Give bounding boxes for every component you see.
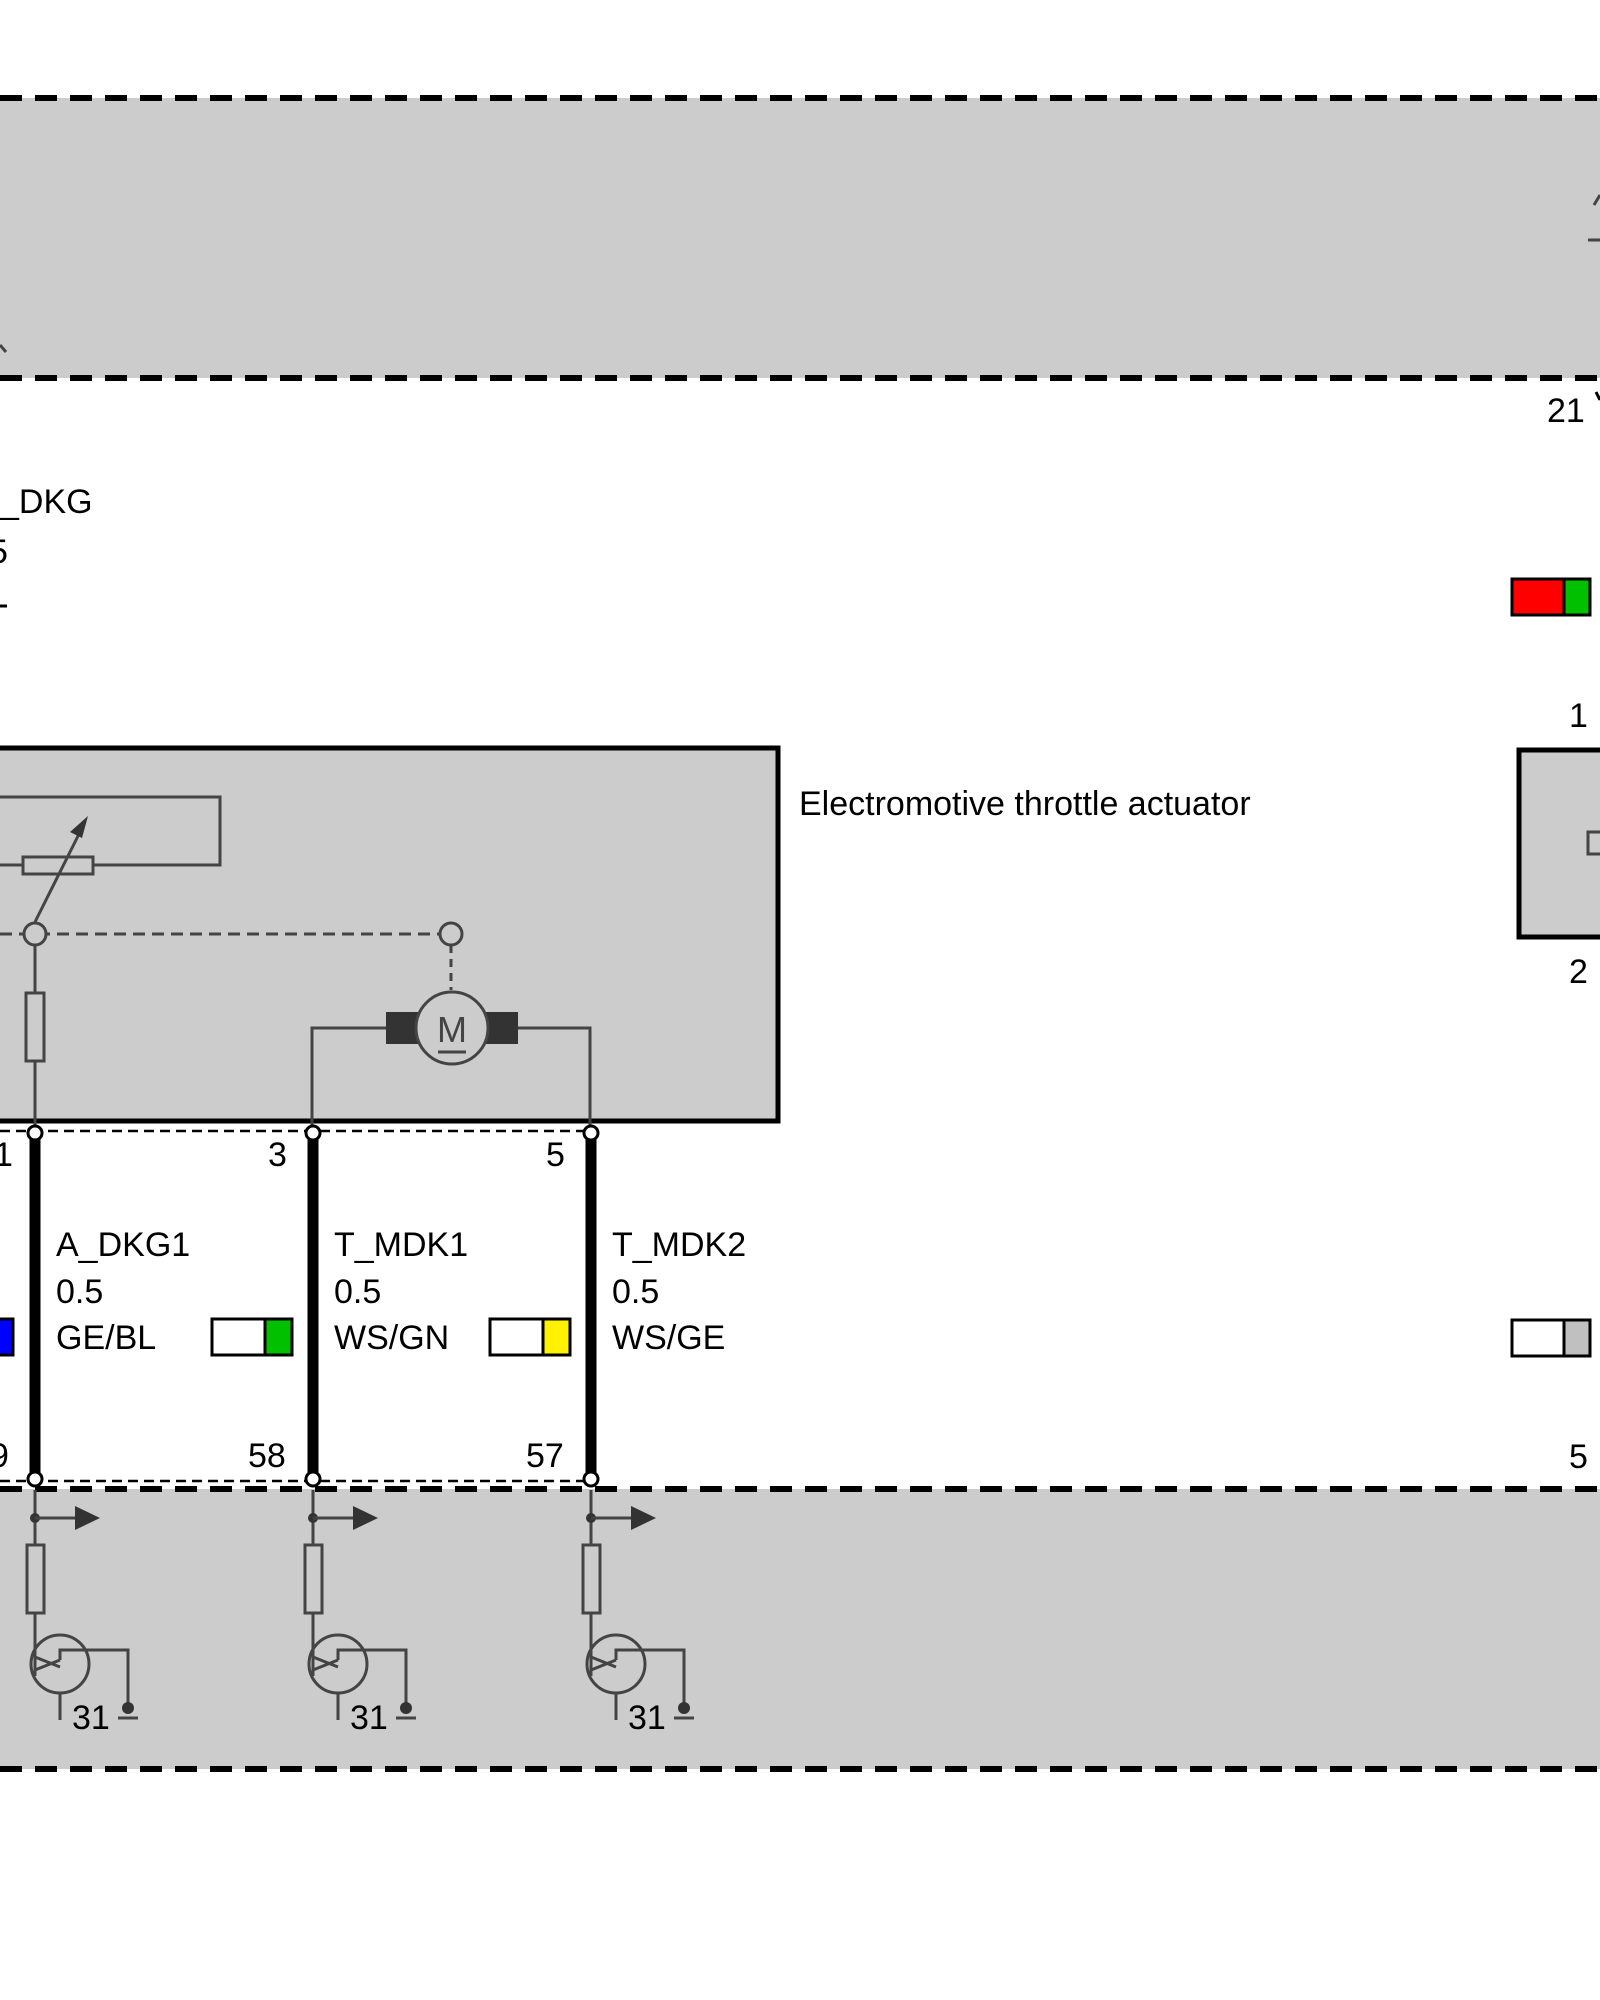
top-control-unit	[0, 95, 1600, 381]
potentiometer-icon	[21, 855, 95, 876]
transistor-icon	[307, 1633, 369, 1695]
wire-1-cross-section: 0.5	[56, 1273, 103, 1311]
svg-text:M: M	[437, 1009, 467, 1050]
wire-2-color-code: WS/GN	[334, 1319, 449, 1357]
motor-icon	[414, 990, 490, 1066]
ground-label-3: 31	[628, 1699, 666, 1737]
throttle-actuator-label: Electromotive throttle actuator	[799, 785, 1251, 823]
wire-1-color-swatch	[210, 1317, 294, 1357]
left-wire-color-swatch	[0, 1317, 15, 1357]
actuator-pin-1: 1	[0, 1136, 13, 1174]
wire-3-signal: T_MDK2	[612, 1226, 746, 1264]
wire-3-cross-section: 0.5	[612, 1273, 659, 1311]
output-stage-1	[25, 1490, 138, 1720]
right-component-pin-2: 2	[1569, 953, 1588, 991]
actuator-pin-3: 3	[268, 1136, 287, 1174]
actuator-pin-5: 5	[546, 1136, 565, 1174]
right-component	[1516, 747, 1600, 940]
top-panel-pin-21: 21	[1547, 392, 1585, 430]
output-stage-2	[303, 1490, 416, 1720]
wire-2-cross-section: 0.5	[334, 1273, 381, 1311]
wire-1-color-code: GE/BL	[56, 1319, 156, 1357]
ecu-pin-58: 58	[248, 1437, 286, 1475]
throttle-actuator: M	[0, 745, 781, 1130]
wire-2-signal: T_MDK1	[334, 1226, 468, 1264]
output-stage-3	[581, 1490, 694, 1720]
ecu-pin-57: 57	[526, 1437, 564, 1475]
left-wire-signal: _DKG	[0, 483, 93, 521]
ecu-pin-9: 9	[0, 1437, 9, 1475]
right-top-color-swatch	[1510, 577, 1592, 617]
right-component-pin-5: 5	[1569, 1438, 1588, 1476]
wire-2-color-swatch	[488, 1317, 572, 1357]
wire-1-signal: A_DKG1	[56, 1226, 190, 1264]
ground-label-2: 31	[350, 1699, 388, 1737]
right-bottom-color-swatch	[1510, 1318, 1592, 1358]
engine-control-unit	[0, 1486, 1600, 1772]
wire-3-color-code: WS/GE	[612, 1319, 725, 1357]
transistor-icon	[585, 1633, 647, 1695]
ground-label-1: 31	[72, 1699, 110, 1737]
left-wire-cross-section: 5	[0, 533, 8, 571]
right-component-pin-1: 1	[1569, 697, 1588, 735]
transistor-icon	[29, 1633, 91, 1695]
